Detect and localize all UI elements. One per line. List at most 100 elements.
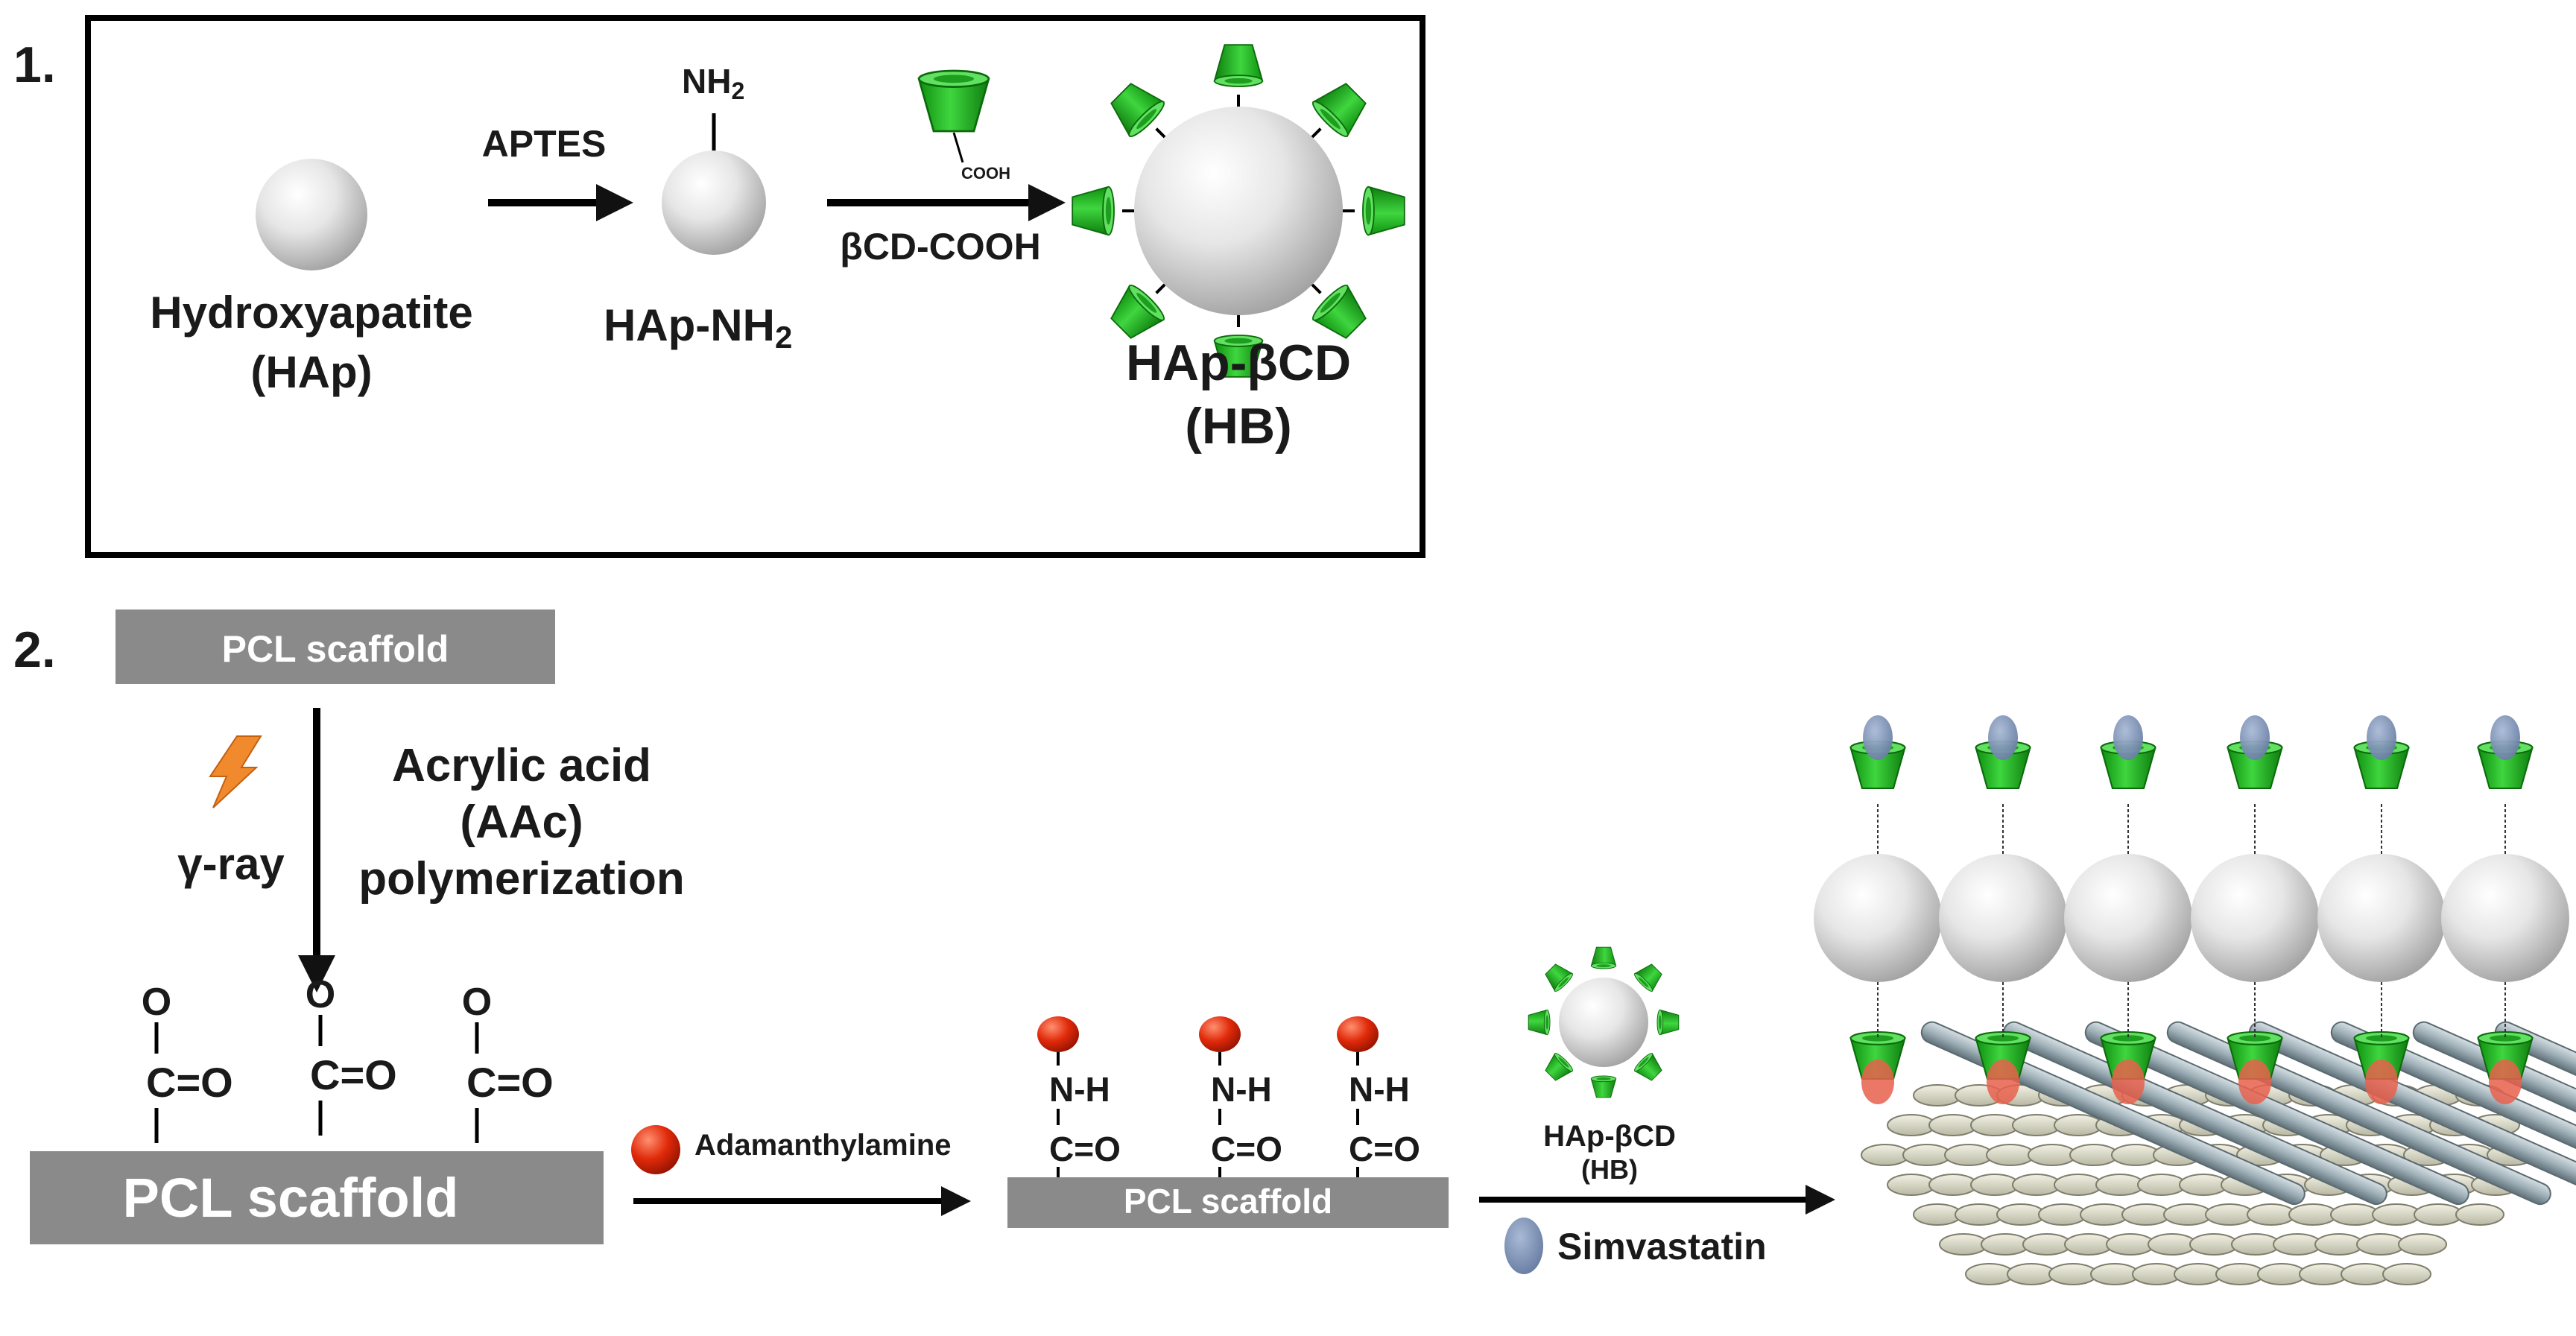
mesh-fiber <box>1861 1144 1910 1166</box>
mesh-fiber <box>1970 1114 2019 1136</box>
mesh-fiber <box>2132 1263 2181 1285</box>
mesh-fiber <box>2007 1263 2056 1285</box>
aac-label-line3: polymerization <box>358 853 685 905</box>
hb-linker <box>1311 127 1322 139</box>
adamantane-icon <box>1037 1016 1079 1052</box>
simvastatin-icon <box>2367 715 2396 760</box>
scaffold-rod <box>2084 1021 2469 1206</box>
hap-label-line2: (HAp) <box>250 347 372 397</box>
hap-sphere <box>2191 854 2319 982</box>
hb-label-line2: (HB) <box>1185 398 1292 455</box>
pcl-top-label: PCL scaffold <box>222 628 449 670</box>
mesh-fiber <box>2189 1233 2238 1256</box>
mesh-fiber <box>2048 1263 2098 1285</box>
simvastatin-label: Simvastatin <box>1557 1226 1767 1267</box>
hap-sphere <box>2317 854 2446 982</box>
pcl-top-bar <box>115 610 555 684</box>
mesh-fiber <box>1887 1174 1936 1196</box>
cooh-small-label: COOH <box>961 164 1010 183</box>
mesh-fiber <box>2398 1233 2447 1256</box>
mesh-fiber <box>2054 1114 2103 1136</box>
simvastatin-icon <box>2113 715 2143 760</box>
step-2-label: 2. <box>13 621 56 678</box>
mesh-fiber <box>2273 1233 2322 1256</box>
gamma-ray-label: γ-ray <box>177 839 285 889</box>
pcl-large-bar <box>30 1151 604 1244</box>
scaffold-rod <box>2494 1021 2576 1206</box>
mesh-fiber <box>2106 1233 2155 1256</box>
carbonyl-label: C=O <box>466 1059 554 1106</box>
mesh-fiber <box>2012 1174 2061 1196</box>
aac-label-line1: Acrylic acid <box>392 740 651 791</box>
mesh-fiber <box>2069 1144 2118 1166</box>
mesh-fiber <box>2314 1233 2364 1256</box>
mesh-fiber <box>2090 1263 2139 1285</box>
mesh-fiber <box>2022 1233 2072 1256</box>
hb-particle <box>1072 44 1405 378</box>
adamanthylamine-label: Adamanthylamine <box>694 1129 952 1162</box>
mesh-fiber <box>2382 1263 2431 1285</box>
cyclodextrin-icon <box>1541 960 1575 994</box>
hap-nh2-label: HAp-NH2 <box>604 300 792 355</box>
mesh-fiber <box>2356 1233 2405 1256</box>
bcd-cooh-icon <box>917 69 990 133</box>
mesh-fiber <box>2330 1203 2379 1226</box>
mesh-fiber <box>1981 1233 2030 1256</box>
mesh-fiber <box>2215 1263 2265 1285</box>
hap-sphere <box>2064 854 2192 982</box>
mesh-fiber <box>2174 1263 2223 1285</box>
hb-small-label-line1: HAp-βCD <box>1543 1120 1676 1153</box>
mesh-fiber <box>1928 1114 1978 1136</box>
mesh-fiber <box>1887 1114 1936 1136</box>
hb-small-particle <box>1528 946 1680 1098</box>
hb-loaded-scaffold <box>1814 715 2569 1104</box>
hap-sphere <box>1939 854 2067 982</box>
pcl-mid-bar <box>1007 1177 1449 1228</box>
simvastatin-icon <box>1988 715 2018 760</box>
mesh-fiber <box>2054 1174 2103 1196</box>
adamantane-icon <box>2238 1060 2271 1104</box>
oxygen-atom: O <box>462 981 492 1024</box>
mesh-fiber <box>2205 1203 2254 1226</box>
nh2-label: NH2 <box>682 62 744 104</box>
amide-co-label: C=O <box>1349 1130 1420 1168</box>
adamantane-icon <box>1987 1060 2019 1104</box>
hb-linker <box>1155 127 1166 139</box>
aptes-label: APTES <box>482 123 607 165</box>
simvastatin-icon <box>1863 715 1893 760</box>
carbonyl-label: C=O <box>310 1051 397 1098</box>
mesh-fiber <box>2095 1174 2145 1196</box>
amide-nh-label: N-H <box>1049 1070 1110 1109</box>
mesh-fiber <box>1965 1263 2014 1285</box>
mesh-fiber <box>2028 1144 2077 1166</box>
hb-label-line1: HAp-βCD <box>1126 335 1351 391</box>
step-1-label: 1. <box>13 37 56 93</box>
hap-label-line1: Hydroxyapatite <box>150 288 472 338</box>
panel-1-frame <box>85 15 1425 558</box>
adamantane-icon <box>1199 1016 1241 1052</box>
adamantane-icon <box>2489 1060 2522 1104</box>
oxygen-atom: O <box>306 973 335 1016</box>
scaffold-rod <box>2330 1021 2576 1206</box>
mesh-fiber <box>2341 1263 2390 1285</box>
mesh-fiber <box>2179 1174 2228 1196</box>
oxygen-atom: O <box>142 981 171 1024</box>
mesh-fiber <box>2247 1203 2296 1226</box>
adamantane-icon <box>2112 1060 2145 1104</box>
mesh-fiber <box>2455 1203 2504 1226</box>
amide-nh-label: N-H <box>1349 1070 1410 1109</box>
amide-nh-label: N-H <box>1211 1070 1272 1109</box>
scaffold-rod <box>2248 1021 2576 1206</box>
cyclodextrin-icon <box>1362 186 1405 236</box>
mesh-fiber <box>2121 1203 2171 1226</box>
mesh-fiber <box>2080 1203 2129 1226</box>
carbonyl-label: C=O <box>146 1059 233 1106</box>
mesh-fiber <box>2163 1203 2212 1226</box>
hap-sphere <box>1814 854 1942 982</box>
hb-linker <box>1155 283 1166 294</box>
mesh-fiber <box>1996 1203 2045 1226</box>
mesh-fiber <box>1970 1174 2019 1196</box>
cyclodextrin-icon <box>1632 1051 1666 1085</box>
mesh-fiber <box>2064 1233 2113 1256</box>
